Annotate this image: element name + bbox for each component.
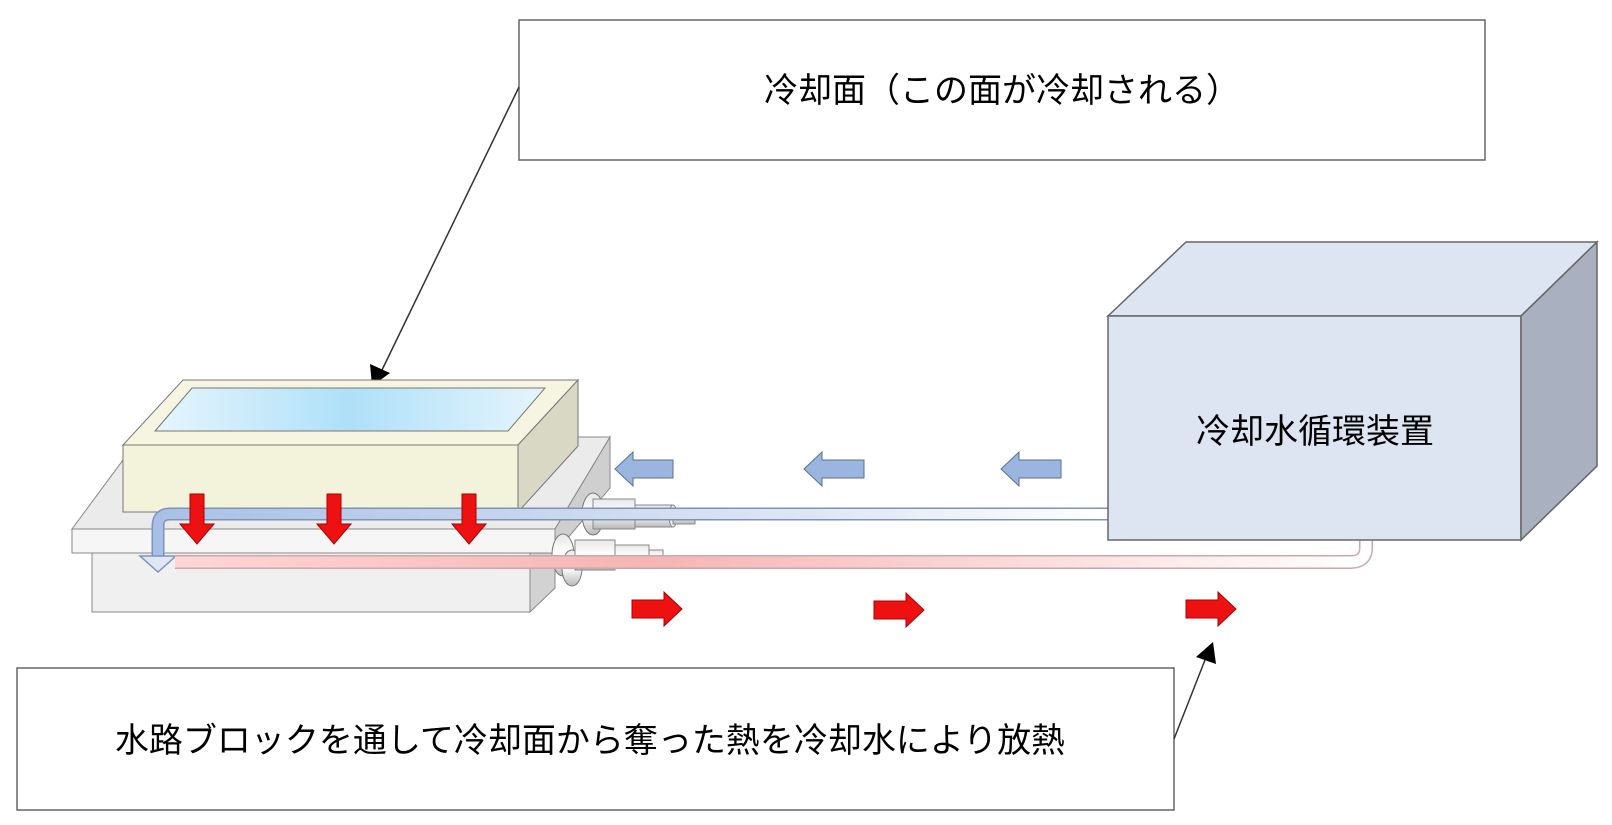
arrow-right-icon xyxy=(873,591,925,629)
arrow-down-icon xyxy=(138,555,178,574)
arrowhead-icon xyxy=(1196,642,1216,664)
arrow-down-icon xyxy=(450,493,488,545)
heat-flow-label-box xyxy=(16,667,1175,811)
plate-front xyxy=(71,528,556,554)
cold-return-pipe xyxy=(138,507,1108,574)
arrow-down-icon xyxy=(178,493,216,545)
cooling-surface-pointer-line xyxy=(381,86,520,371)
heat-flow-pointer-line xyxy=(1173,659,1206,740)
heat-down-arrows xyxy=(178,493,488,545)
cold-pipe-fill xyxy=(153,509,1108,558)
arrow-left-icon xyxy=(803,450,865,488)
circulator-label: 冷却水循環装置 xyxy=(1196,412,1434,452)
upper-block-front xyxy=(122,444,519,513)
upper-block-side xyxy=(517,378,579,514)
arrow-left-icon xyxy=(614,450,674,488)
cooling-surface xyxy=(153,387,547,432)
arrow-right-icon xyxy=(1185,590,1237,628)
hot-pipe-fill xyxy=(175,526,1372,568)
return-flow-arrows xyxy=(614,450,1062,488)
cooling-surface-label: 冷却面（この面が冷却される） xyxy=(764,71,1240,111)
heat-flow-label: 水路ブロックを通して冷却面から奪った熱を冷却水により放熱 xyxy=(115,721,1065,761)
circulator: 冷却水循環装置 xyxy=(1106,240,1599,542)
cooling-surface-callout: 冷却面（この面が冷却される） xyxy=(370,19,1486,386)
heat-flow-callout: 水路ブロックを通して冷却面から奪った熱を冷却水により放熱 xyxy=(16,642,1216,811)
arrow-down-icon xyxy=(315,493,353,545)
circulator-side xyxy=(1520,240,1598,542)
cooling-surface-label-box xyxy=(518,19,1486,161)
arrow-left-icon xyxy=(1000,450,1062,488)
arrow-right-icon xyxy=(631,590,683,628)
outflow-arrows xyxy=(631,590,1237,629)
circulator-top xyxy=(1106,241,1599,317)
